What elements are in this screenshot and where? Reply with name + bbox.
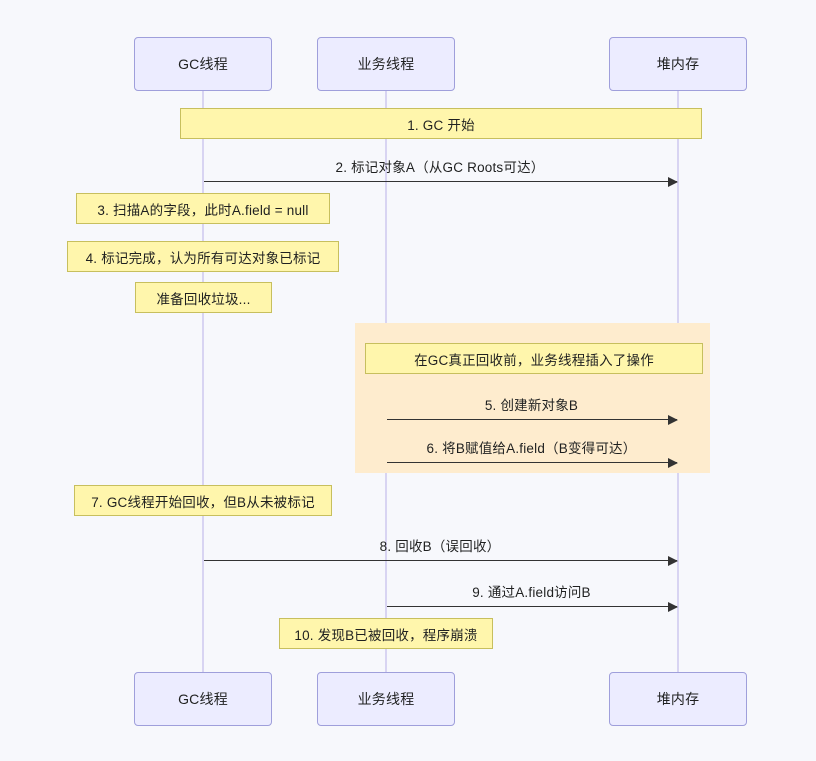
note-mark-done-label: 4. 标记完成，认为所有可达对象已标记 (85, 250, 321, 266)
participant-app-bottom-label: 业务线程 (357, 691, 415, 707)
message-2-line (204, 181, 677, 182)
message-2-arrowhead (668, 176, 678, 187)
participant-heap-top[interactable]: 堆内存 (609, 37, 747, 91)
note-gc-start: 1. GC 开始 (180, 108, 702, 139)
message-8-label: 8. 回收B（误回收） (379, 539, 501, 554)
message-6-line (387, 462, 677, 463)
message-9-arrowhead (668, 601, 678, 612)
participant-heap-bottom-label: 堆内存 (656, 691, 700, 707)
note-prepare-collect: 准备回收垃圾... (135, 282, 272, 313)
participant-gc-bottom-label: GC线程 (178, 691, 228, 707)
note-mark-done: 4. 标记完成，认为所有可达对象已标记 (67, 241, 339, 272)
participant-gc-top[interactable]: GC线程 (134, 37, 272, 91)
note-crash-label: 10. 发现B已被回收，程序崩溃 (294, 627, 478, 643)
message-8-arrowhead (668, 555, 678, 566)
note-app-inserts: 在GC真正回收前，业务线程插入了操作 (365, 343, 703, 374)
note-crash: 10. 发现B已被回收，程序崩溃 (279, 618, 493, 649)
participant-app-bottom[interactable]: 业务线程 (317, 672, 455, 726)
message-5-line (387, 419, 677, 420)
participant-heap-top-label: 堆内存 (656, 56, 700, 72)
message-5-label: 5. 创建新对象B (484, 398, 579, 413)
lifeline-gc (202, 91, 204, 673)
message-9-label: 9. 通过A.field访问B (472, 585, 591, 600)
message-8-line (204, 560, 677, 561)
note-gc-collect-unmarked-label: 7. GC线程开始回收，但B从未被标记 (91, 494, 315, 510)
participant-app-top[interactable]: 业务线程 (317, 37, 455, 91)
note-gc-collect-unmarked: 7. GC线程开始回收，但B从未被标记 (74, 485, 332, 516)
note-prepare-collect-label: 准备回收垃圾... (156, 291, 251, 307)
note-scan-field: 3. 扫描A的字段，此时A.field = null (76, 193, 330, 224)
note-gc-start-label: 1. GC 开始 (407, 117, 475, 133)
participant-heap-bottom[interactable]: 堆内存 (609, 672, 747, 726)
participant-app-top-label: 业务线程 (357, 56, 415, 72)
participant-gc-top-label: GC线程 (178, 56, 228, 72)
participant-gc-bottom[interactable]: GC线程 (134, 672, 272, 726)
message-9-line (387, 606, 677, 607)
message-6-arrowhead (668, 457, 678, 468)
message-5-arrowhead (668, 414, 678, 425)
message-6-label: 6. 将B赋值给A.field（B变得可达） (426, 441, 637, 456)
note-app-inserts-label: 在GC真正回收前，业务线程插入了操作 (414, 352, 654, 368)
message-2-label: 2. 标记对象A（从GC Roots可达） (335, 160, 545, 175)
note-scan-field-label: 3. 扫描A的字段，此时A.field = null (97, 202, 309, 218)
